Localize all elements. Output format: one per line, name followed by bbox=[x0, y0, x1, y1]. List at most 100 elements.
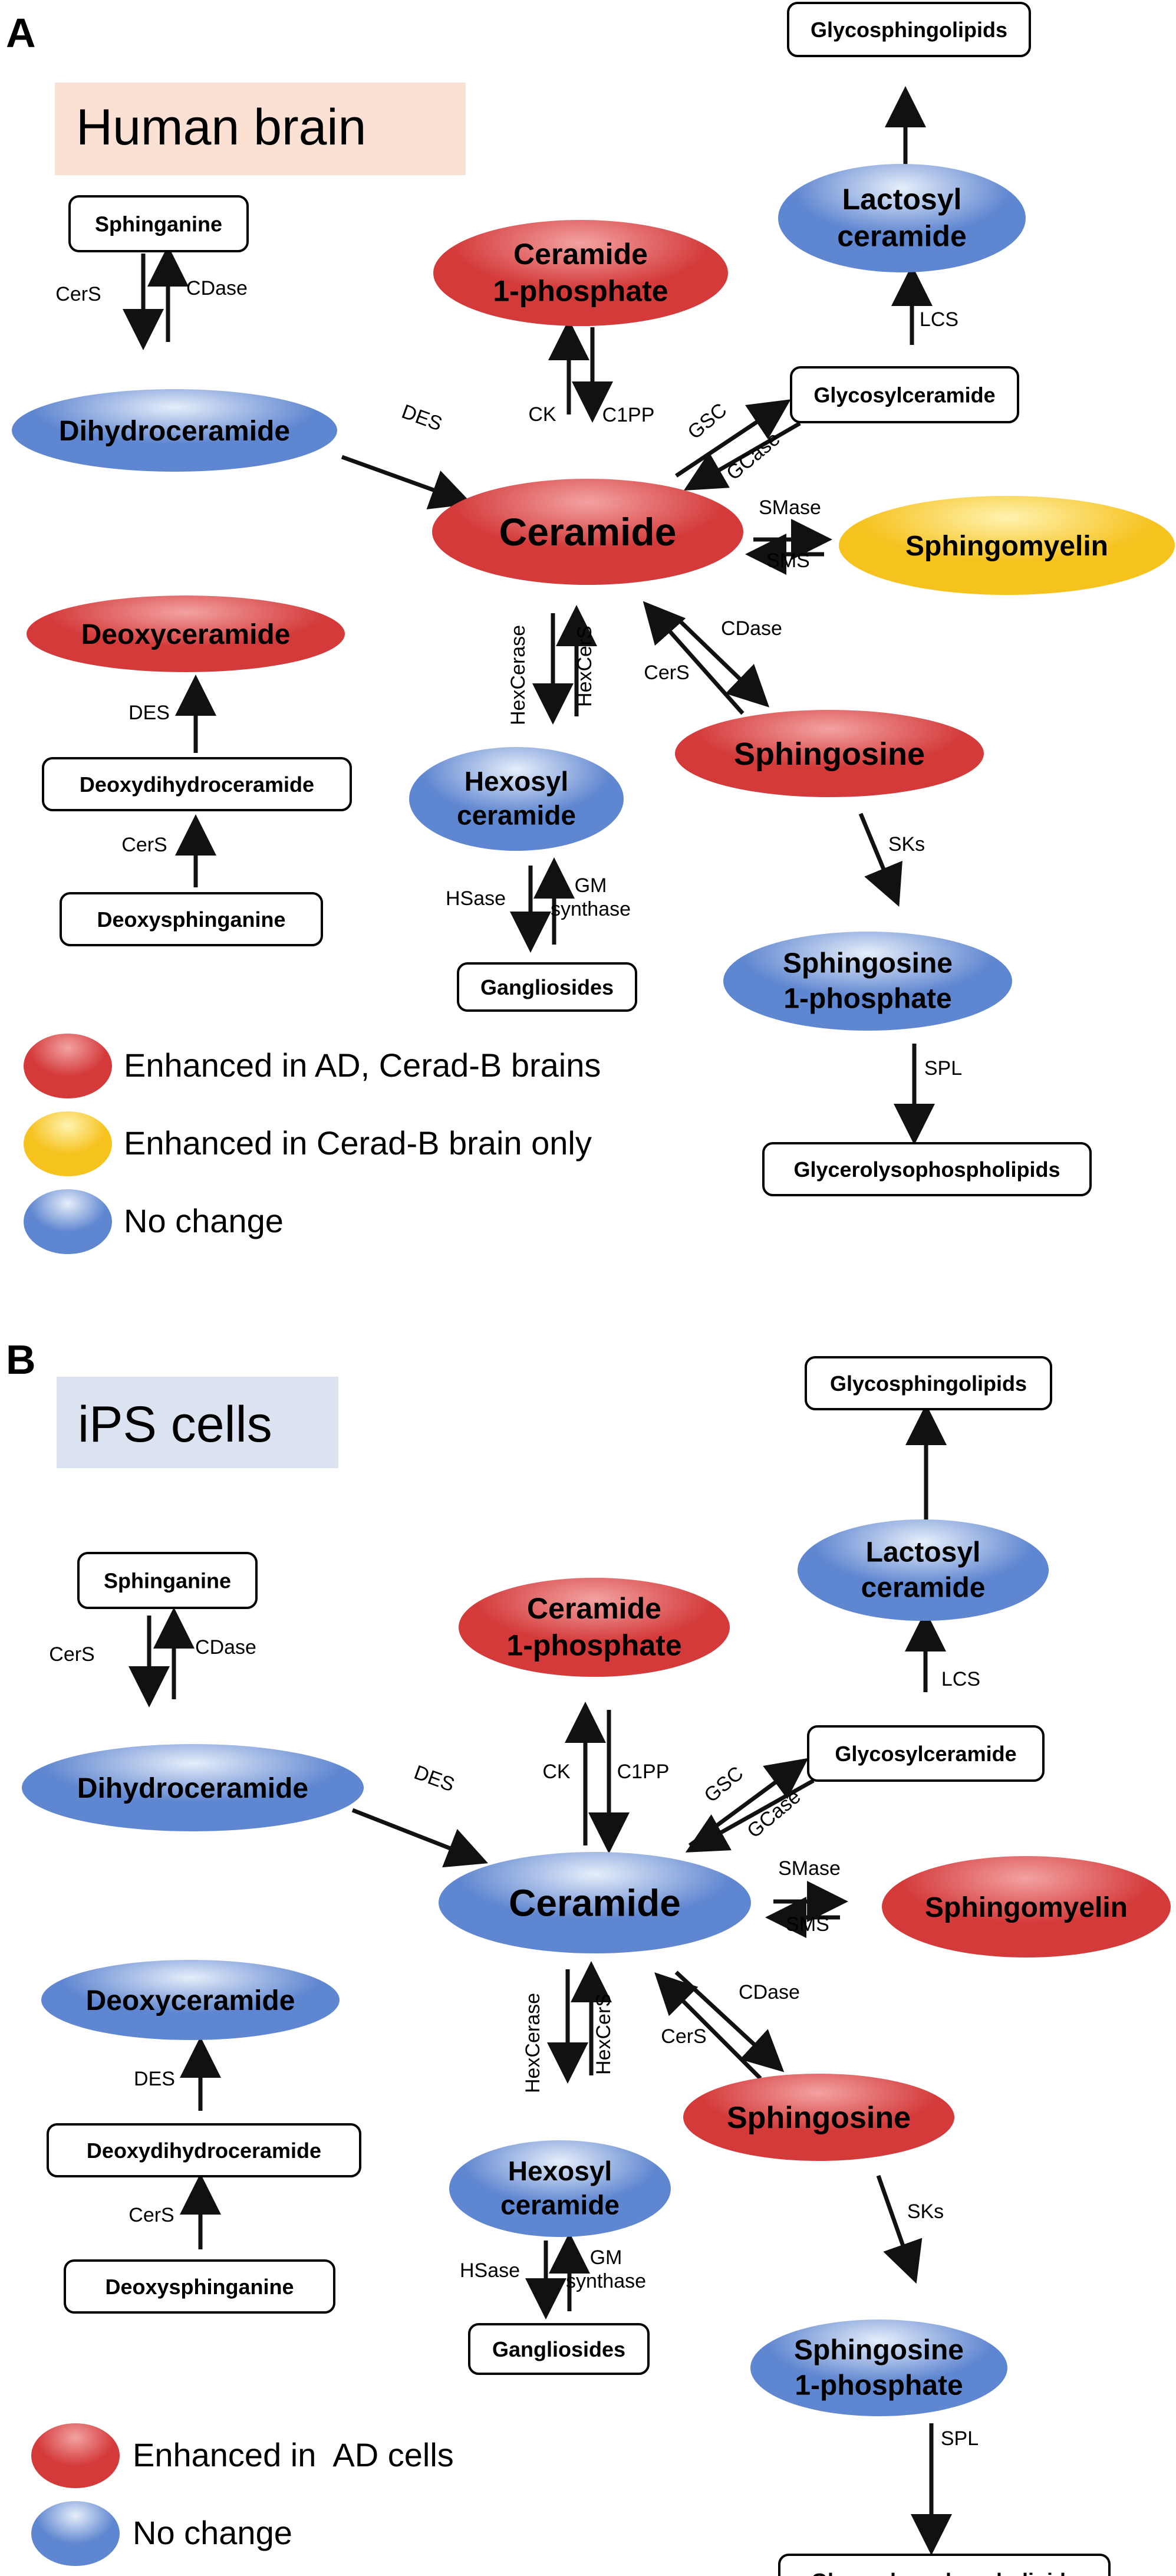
enzyme-label: DES bbox=[129, 702, 170, 724]
enzyme-label: synthase bbox=[566, 2270, 646, 2292]
node-sphingosine-1-phosphate: Sphingosine 1-phosphate bbox=[750, 2320, 1007, 2416]
enzyme-label: CDase bbox=[721, 617, 782, 640]
enzyme-label: DES bbox=[398, 400, 445, 436]
reaction-arrow bbox=[858, 812, 902, 907]
legend-swatch bbox=[24, 1034, 112, 1098]
node-deoxyceramide: Deoxyceramide bbox=[41, 1960, 340, 2040]
node-label: Deoxydihydroceramide bbox=[80, 772, 314, 797]
node-label-line: Sphingosine bbox=[783, 948, 953, 979]
enzyme-label: HSase bbox=[446, 887, 506, 910]
node-label-line: 1-phosphate bbox=[506, 1629, 681, 1662]
reaction-arrow bbox=[676, 617, 770, 708]
panel-letter: A bbox=[6, 10, 36, 56]
enzyme-label: CerS bbox=[121, 834, 167, 856]
legend-swatch bbox=[31, 2423, 120, 2488]
node-sphingosine-1-phosphate: Sphingosine 1-phosphate bbox=[723, 932, 1012, 1031]
enzyme-label: GM bbox=[590, 2246, 622, 2269]
enzyme-label: C1PP bbox=[617, 1761, 670, 1783]
legend-item: No change bbox=[31, 2501, 292, 2566]
legend-swatch bbox=[24, 1189, 112, 1254]
node-ceramide: Ceramide bbox=[432, 479, 743, 585]
node-label: Glycerolysophospholipids bbox=[793, 1157, 1060, 1182]
node-ceramide-1-phosphate: Ceramide 1-phosphate bbox=[433, 220, 728, 326]
node-glycosphingolipids: Glycosphingolipids bbox=[805, 1356, 1052, 1410]
node-label: Dihydroceramide bbox=[59, 416, 290, 447]
enzyme-label: SMase bbox=[759, 496, 821, 519]
panel-letter: B bbox=[6, 1337, 36, 1383]
node-label: Deoxysphinganine bbox=[97, 907, 285, 932]
node-deoxydihydroceramide: Deoxydihydroceramide bbox=[42, 757, 352, 811]
enzyme-label: GCase bbox=[722, 427, 784, 485]
node-label: Ceramide bbox=[499, 510, 677, 554]
enzyme-label: C1PP bbox=[602, 404, 655, 426]
enzyme-label: SKs bbox=[907, 2200, 944, 2223]
enzyme-label: DES bbox=[134, 2068, 175, 2090]
node-label-line: Lactosyl bbox=[842, 183, 962, 216]
enzyme-label: CDase bbox=[739, 1981, 800, 2003]
enzyme-label: CDase bbox=[186, 277, 248, 300]
legend-label: No change bbox=[133, 2514, 292, 2551]
node-label: Dihydroceramide bbox=[77, 1773, 308, 1804]
legend-item: Enhanced in AD, Cerad-B brains bbox=[24, 1034, 601, 1098]
reaction-arrow bbox=[876, 2174, 923, 2284]
enzyme-label: LCS bbox=[920, 308, 958, 331]
enzyme-label: GSC bbox=[683, 399, 731, 443]
legend-item: No change bbox=[24, 1189, 284, 1254]
enzyme-label: HexCerS bbox=[574, 626, 596, 707]
node-label-line: 1-phosphate bbox=[493, 275, 668, 308]
node-sphingosine: Sphingosine bbox=[675, 710, 984, 797]
node-label-line: Sphingosine bbox=[794, 2335, 964, 2366]
node-label-line: Hexosyl bbox=[508, 2156, 612, 2186]
enzyme-label: CerS bbox=[644, 662, 689, 684]
panel-title-background bbox=[55, 83, 466, 175]
legend-label: Enhanced in Cerad-B brain only bbox=[124, 1124, 592, 1162]
node-sphingomyelin: Sphingomyelin bbox=[882, 1856, 1171, 1958]
node-label: Ceramide bbox=[509, 1881, 681, 1924]
enzyme-label: DES bbox=[411, 1761, 457, 1797]
enzyme-label: SPL bbox=[924, 1057, 962, 1080]
node-label: Glycosylceramide bbox=[813, 383, 995, 407]
node-deoxydihydroceramide: Deoxydihydroceramide bbox=[47, 2123, 361, 2177]
legend-item: Enhanced in AD cells bbox=[31, 2423, 454, 2488]
reaction-arrow bbox=[341, 455, 473, 509]
node-gangliosides: Gangliosides bbox=[468, 2323, 650, 2375]
node-dihydroceramide: Dihydroceramide bbox=[12, 389, 337, 472]
node-label: Glycerolysophospholipids bbox=[811, 2569, 1078, 2576]
node-label: Sphinganine bbox=[104, 1569, 231, 1593]
enzyme-label: CK bbox=[528, 403, 556, 426]
node-glycerolysophospholipids: Glycerolysophospholipids bbox=[778, 2554, 1111, 2576]
node-ceramide-1-phosphate: Ceramide 1-phosphate bbox=[459, 1578, 730, 1677]
panel-title: iPS cells bbox=[78, 1396, 272, 1453]
enzyme-label: HexCerS bbox=[592, 1993, 615, 2075]
node-label: Gangliosides bbox=[480, 975, 614, 999]
reaction-arrow bbox=[654, 1972, 762, 2080]
node-sphinganine: Sphinganine bbox=[77, 1552, 258, 1609]
enzyme-label: CerS bbox=[129, 2204, 174, 2226]
node-label-line: 1-phosphate bbox=[795, 2370, 963, 2401]
node-label-line: ceramide bbox=[837, 220, 967, 253]
panel-title: Human brain bbox=[76, 99, 366, 156]
node-deoxysphinganine: Deoxysphinganine bbox=[60, 892, 323, 946]
legend-swatch bbox=[31, 2501, 120, 2566]
node-label-line: Hexosyl bbox=[465, 766, 568, 797]
node-label: Glycosphingolipids bbox=[830, 1371, 1027, 1396]
node-label: Sphinganine bbox=[95, 212, 222, 236]
enzyme-label: CK bbox=[542, 1761, 571, 1783]
enzyme-label: SPL bbox=[941, 2427, 979, 2450]
node-label-line: ceramide bbox=[861, 1572, 986, 1604]
node-label-line: Ceramide bbox=[527, 1592, 661, 1625]
enzyme-label: SMase bbox=[778, 1857, 841, 1880]
node-glycerolysophospholipids: Glycerolysophospholipids bbox=[762, 1142, 1092, 1196]
enzyme-label: GSC bbox=[700, 1762, 747, 1807]
panel-title-background bbox=[57, 1377, 338, 1468]
enzyme-label: SMS bbox=[786, 1913, 829, 1936]
node-glycosphingolipids: Glycosphingolipids bbox=[787, 2, 1031, 57]
enzyme-label: HexCerase bbox=[522, 1993, 544, 2093]
node-ceramide: Ceramide bbox=[439, 1852, 751, 1953]
node-label-line: 1-phosphate bbox=[783, 983, 951, 1015]
node-label-line: Ceramide bbox=[513, 238, 648, 271]
